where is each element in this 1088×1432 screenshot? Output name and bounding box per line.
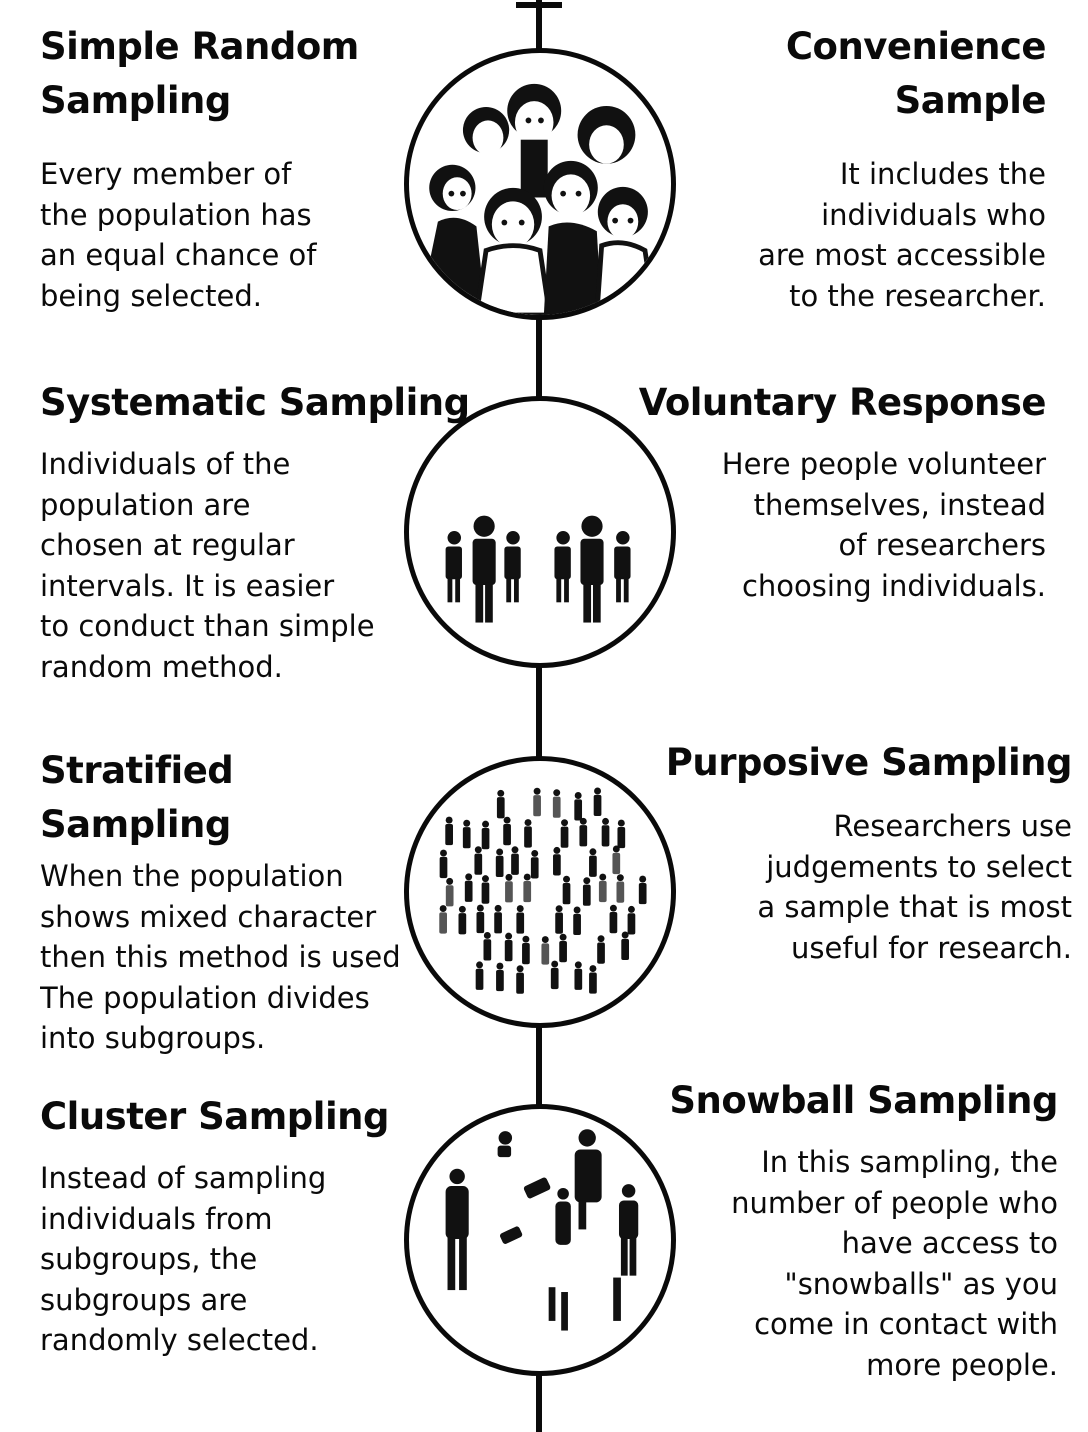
crowd-person-icon [439,849,448,879]
crowd-person-icon [573,906,581,936]
systematic-sampling-block: Systematic Sampling Individuals of the p… [40,376,470,687]
crowd-person-icon [574,792,583,821]
group-of-people-icon [404,48,676,320]
crowd-person-icon [612,845,621,875]
crowd-person-icon [462,819,471,849]
crowd-person-icon [464,873,473,902]
crowd-person-icon [541,936,550,965]
stratified-sampling-block: Stratified Sampling When the population … [40,744,400,1059]
crowd-person-icon [516,965,524,994]
crowd-person-icon [481,820,490,850]
crowd-person-icon [597,935,605,964]
crowd-person-icon [445,877,454,907]
systematic-sampling-title: Systematic Sampling [40,381,470,424]
voluntary-response-block: Voluntary Response Here people volunteer… [638,376,1047,606]
crowd-person-icon [582,877,591,906]
crowd-person-icon [638,875,647,905]
crowd-person-icon [616,874,625,903]
stratified-sampling-title: Stratified Sampling [40,749,234,846]
crowd-person-icon [552,789,561,818]
crowd-person-icon [503,816,511,846]
crowd-person-icon [555,905,563,934]
snowball-sampling-block: Snowball Sampling In this sampling, the … [669,1074,1058,1385]
crowd-person-icon [533,787,541,817]
crowd-person-icon [609,904,618,934]
convenience-sample-title: Convenience Sample [785,25,1047,122]
purposive-sampling-description: Researchers use judgements to select a s… [757,809,1072,965]
crowd-person-icon [439,905,447,934]
voluntary-response-title: Voluntary Response [638,381,1047,424]
crowd-person-icon [522,935,530,965]
crowd-person-icon [553,846,561,876]
crowd-person-icon [483,931,492,961]
crowd-person-icon [617,819,626,849]
crowd-person-icon [496,962,504,992]
crowd-person-icon [627,905,636,935]
crowd-person-icon [495,848,504,877]
crowd-person-icon [589,848,597,877]
convenience-sample-description: It includes the individuals who are most… [758,157,1046,313]
timeline-line [536,0,542,1432]
scattered-people-icon [404,1104,676,1376]
crowd-person-icon [505,873,513,903]
crowd-person-icon [589,965,597,994]
crowd-person-icon [598,873,607,903]
timeline-top-cap [516,2,562,8]
crowd-person-icon [559,933,567,963]
crowd-person-icon [476,904,485,934]
crowd-person-icon [579,817,588,847]
crowd-person-icon [601,817,610,847]
crowd-person-icon [504,932,513,962]
purposive-sampling-title: Purposive Sampling [665,741,1073,784]
snowball-sampling-description: In this sampling, the number of people w… [731,1145,1058,1382]
crowd-person-icon [475,961,484,990]
simple-random-sampling-description: Every member of the population has an eq… [40,157,317,313]
crowd-person-icon [445,816,453,846]
crowd-person-icon [516,905,525,934]
cluster-sampling-title: Cluster Sampling [40,1095,389,1138]
crowd-person-icon [574,961,583,990]
crowd-person-icon [524,819,532,848]
crowd-person-icon [458,905,467,935]
stratified-sampling-description: When the population shows mixed characte… [40,859,400,1055]
convenience-sample-block: Convenience Sample It includes the indiv… [758,20,1046,316]
crowd-person-icon [562,875,571,905]
crowd-person-icon [530,849,539,879]
crowd-person-icon [494,904,502,934]
cluster-sampling-description: Instead of sampling individuals from sub… [40,1161,327,1357]
purposive-sampling-block: Purposive Sampling Researchers use judge… [665,736,1073,968]
snowball-sampling-title: Snowball Sampling [669,1079,1058,1122]
crowd-person-icon [474,846,483,875]
crowd-person-icon [481,875,490,904]
cluster-sampling-block: Cluster Sampling Instead of sampling ind… [40,1090,389,1361]
crowd-person-icon [621,931,630,961]
systematic-sampling-description: Individuals of the population are chosen… [40,447,375,684]
crowd-person-icon [593,787,602,817]
simple-random-sampling-title: Simple Random Sampling [40,25,359,122]
voluntary-response-description: Here people volunteer themselves, instea… [721,447,1046,603]
crowd-person-icon [560,819,569,848]
crowd-icon [404,756,676,1028]
crowd-person-icon [523,873,532,903]
crowd-person-icon [496,789,505,819]
crowd-person-icon [550,960,559,990]
simple-random-sampling-block: Simple Random Sampling Every member of t… [40,20,359,316]
crowd-person-icon [511,846,519,875]
